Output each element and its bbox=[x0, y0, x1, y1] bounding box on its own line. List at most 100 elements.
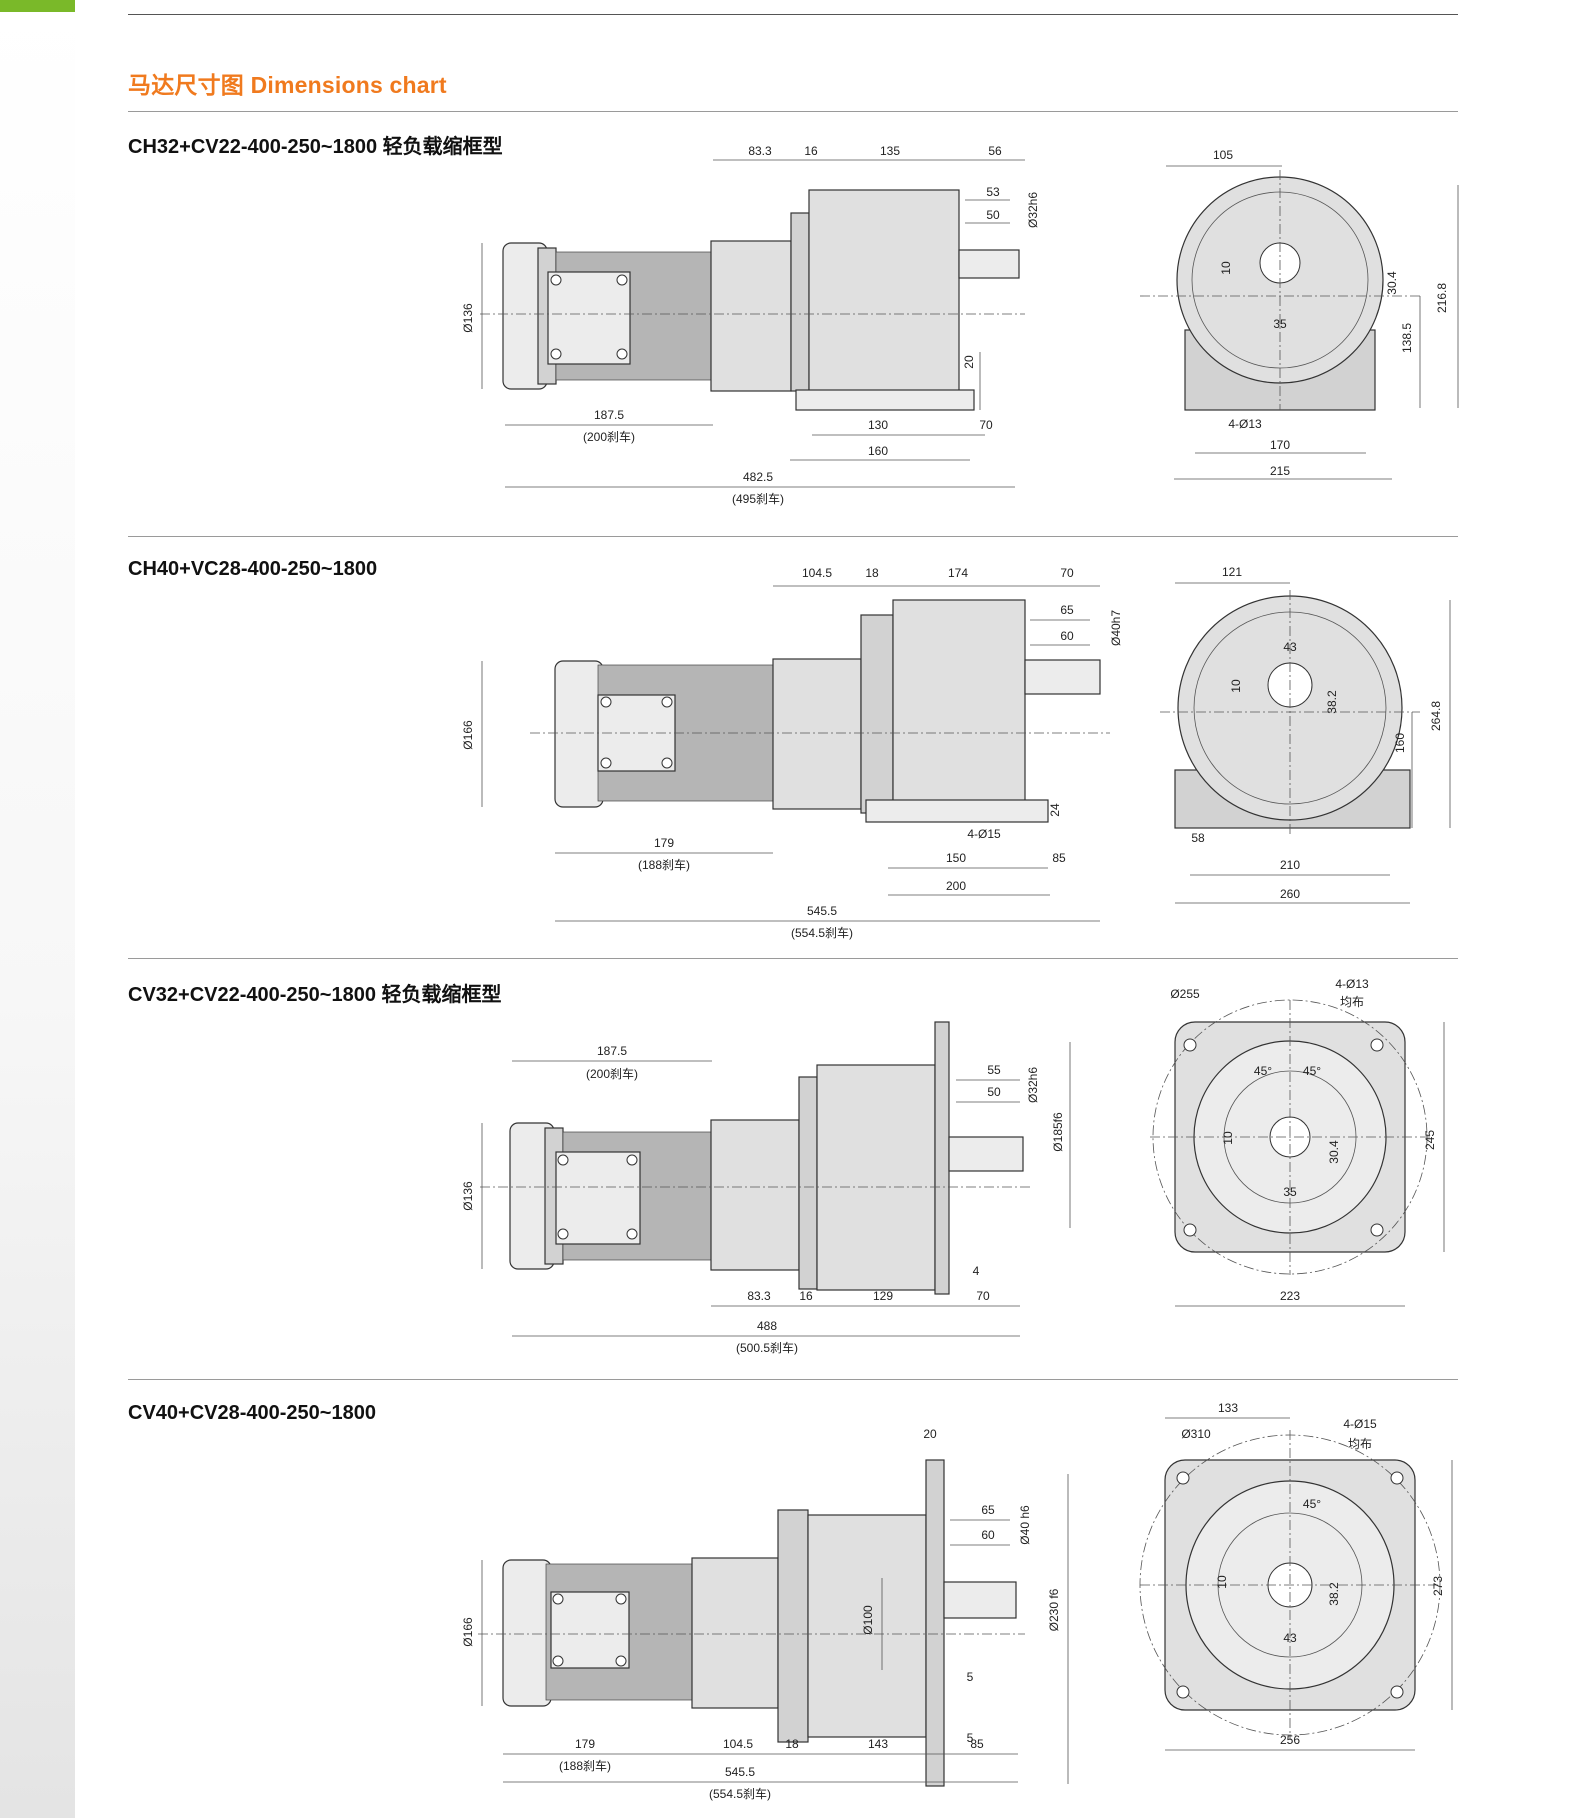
s4-dim: Ø230 f6 bbox=[1047, 1588, 1061, 1631]
s2-dim: 121 bbox=[1222, 565, 1242, 579]
s3-screw bbox=[626, 1228, 638, 1240]
s2-side-view: 104.5 18 174 70 65 60 Ø40h7 Ø166 24 179 … bbox=[461, 566, 1123, 940]
s3-dim: 129 bbox=[873, 1289, 893, 1303]
s4-dim: 85 bbox=[970, 1737, 984, 1751]
s3-dim: 50 bbox=[987, 1085, 1001, 1099]
s2-dim: 104.5 bbox=[802, 566, 832, 580]
s2-dim: Ø40h7 bbox=[1109, 610, 1123, 646]
s1-terminal-box bbox=[547, 271, 631, 365]
s1-dim: 20 bbox=[962, 355, 976, 369]
s4-dim: 133 bbox=[1218, 1401, 1238, 1415]
s3-dim: 45° bbox=[1303, 1064, 1321, 1078]
s3-bolt-hole bbox=[1370, 1223, 1384, 1237]
s4-adapter bbox=[691, 1557, 779, 1709]
s2-dim: 60 bbox=[1060, 629, 1074, 643]
s4-terminal-box bbox=[550, 1591, 630, 1669]
s3-screw bbox=[626, 1154, 638, 1166]
s1-dim: 83.3 bbox=[748, 144, 772, 158]
s1-dim: 56 bbox=[988, 144, 1002, 158]
s2-dim: 38.2 bbox=[1325, 690, 1339, 714]
s1-dim: 16 bbox=[804, 144, 818, 158]
s1-dim: 53 bbox=[986, 185, 1000, 199]
s1-dim: 130 bbox=[868, 418, 888, 432]
s3-mount-flange bbox=[934, 1021, 950, 1295]
s3-output-shaft bbox=[948, 1136, 1024, 1172]
s2-motor-endcap bbox=[554, 660, 604, 808]
s4-dim: 43 bbox=[1283, 1631, 1297, 1645]
s2-flange bbox=[860, 614, 894, 814]
section-rule-3 bbox=[128, 1379, 1458, 1380]
s4-dim: 均布 bbox=[1348, 1437, 1372, 1451]
s2-dim: 260 bbox=[1280, 887, 1300, 901]
section-1-title: CH32+CV22-400-250~1800 轻负载缩框型 bbox=[128, 136, 503, 158]
s1-dim: (495刹车) bbox=[732, 491, 784, 506]
s3-dim: 488 bbox=[757, 1319, 777, 1333]
s4-dim: 10 bbox=[1215, 1575, 1229, 1589]
s4-dim: 273 bbox=[1431, 1576, 1445, 1596]
s1-base bbox=[795, 389, 975, 411]
s3-dim: Ø136 bbox=[461, 1181, 475, 1211]
s4-screw bbox=[552, 1655, 564, 1667]
s3-terminal-box bbox=[555, 1151, 641, 1245]
s3-dim: 4-Ø13 bbox=[1335, 977, 1369, 991]
s1-screw bbox=[616, 348, 628, 360]
s4-dim: 45° bbox=[1303, 1497, 1321, 1511]
s4-gearbox bbox=[807, 1514, 927, 1738]
s2-dim: 150 bbox=[946, 851, 966, 865]
s2-dim: 210 bbox=[1280, 858, 1300, 872]
s3-dim: 10 bbox=[1221, 1131, 1235, 1145]
s1-dim: 187.5 bbox=[594, 408, 624, 422]
s2-dim: 160 bbox=[1393, 733, 1407, 753]
s1-dim: Ø32h6 bbox=[1026, 192, 1040, 228]
s3-dim: 245 bbox=[1423, 1130, 1437, 1150]
s3-dim: 55 bbox=[987, 1063, 1001, 1077]
s4-dim: (554.5刹车) bbox=[709, 1786, 771, 1801]
s1-dim: 10 bbox=[1219, 261, 1233, 275]
s1-dim: 215 bbox=[1270, 464, 1290, 478]
s2-dim: 70 bbox=[1060, 566, 1074, 580]
s2-gearbox bbox=[892, 599, 1026, 814]
s4-dim: 545.5 bbox=[725, 1765, 755, 1779]
s1-dim: 105 bbox=[1213, 148, 1233, 162]
s2-dim: 264.8 bbox=[1429, 701, 1443, 731]
s2-dim: 43 bbox=[1283, 640, 1297, 654]
s1-flange bbox=[790, 212, 810, 392]
s1-screw bbox=[550, 274, 562, 286]
s4-dim: 5 bbox=[967, 1731, 974, 1745]
s4-dim: 4-Ø15 bbox=[1343, 1417, 1377, 1431]
left-margin-bar bbox=[0, 0, 75, 1818]
s1-output-shaft bbox=[958, 249, 1020, 279]
s1-dim: 482.5 bbox=[743, 470, 773, 484]
s2-dim: 174 bbox=[948, 566, 968, 580]
s4-dim: 256 bbox=[1280, 1733, 1300, 1747]
s2-front-view: 121 43 10 38.2 264.8 160 58 210 260 bbox=[1160, 565, 1451, 904]
s3-dim: 均布 bbox=[1340, 995, 1364, 1009]
title-rule bbox=[128, 111, 1458, 112]
s2-dim: Ø166 bbox=[461, 720, 475, 750]
s2-dim: 10 bbox=[1229, 679, 1243, 693]
s3-dim: Ø185f6 bbox=[1051, 1112, 1065, 1152]
s1-adapter bbox=[710, 240, 792, 392]
s2-dim: 4-Ø15 bbox=[967, 827, 1001, 841]
s3-dim: 223 bbox=[1280, 1289, 1300, 1303]
s4-bolt-hole bbox=[1176, 1685, 1190, 1699]
s4-dim: Ø310 bbox=[1181, 1427, 1211, 1441]
s3-dim: 70 bbox=[976, 1289, 990, 1303]
s1-dim: 35 bbox=[1273, 317, 1287, 331]
s2-dim: 85 bbox=[1052, 851, 1066, 865]
page-tab-marker bbox=[0, 0, 75, 12]
s2-screw bbox=[600, 696, 612, 708]
s3-dim: (200刹车) bbox=[586, 1066, 638, 1081]
s1-dim: 160 bbox=[868, 444, 888, 458]
s4-flange bbox=[777, 1509, 809, 1743]
s4-dim: Ø100 bbox=[861, 1605, 875, 1635]
s1-gearbox bbox=[808, 189, 960, 397]
s1-dim: 50 bbox=[986, 208, 1000, 222]
section-2-title: CH40+VC28-400-250~1800 bbox=[128, 558, 378, 580]
header-rule bbox=[128, 14, 1458, 15]
page-title: 马达尺寸图 Dimensions chart bbox=[128, 72, 447, 98]
s4-dim: 143 bbox=[868, 1737, 888, 1751]
s2-dim: (554.5刹车) bbox=[791, 925, 853, 940]
s4-dim: 20 bbox=[923, 1427, 937, 1441]
